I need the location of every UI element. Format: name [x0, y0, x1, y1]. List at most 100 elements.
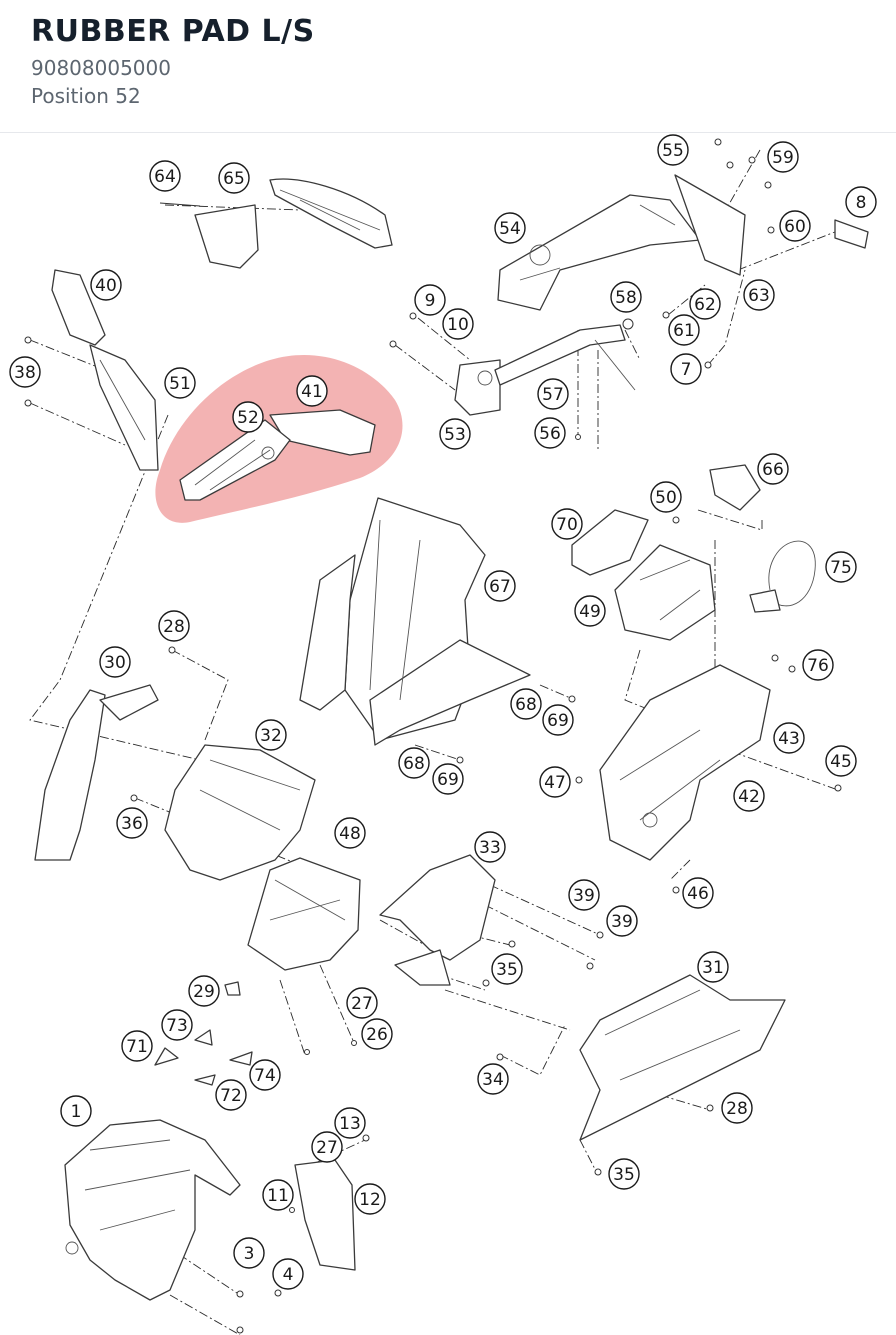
callout-61[interactable]: 61	[668, 314, 700, 346]
callout-40[interactable]: 40	[90, 269, 122, 301]
callout-74[interactable]: 74	[249, 1059, 281, 1091]
callout-circle	[272, 1258, 304, 1290]
callout-circle	[539, 766, 571, 798]
callout-28[interactable]: 28	[158, 610, 190, 642]
callout-27[interactable]: 27	[311, 1131, 343, 1163]
callout-55[interactable]: 55	[657, 134, 689, 166]
callout-circle	[802, 649, 834, 681]
callout-47[interactable]: 47	[539, 766, 571, 798]
callout-label: 52	[237, 408, 259, 428]
callout-13[interactable]: 13	[334, 1107, 366, 1139]
callout-71[interactable]: 71	[121, 1030, 153, 1062]
callout-label: 39	[573, 886, 595, 906]
callout-73[interactable]: 73	[161, 1009, 193, 1041]
callout-72[interactable]: 72	[215, 1079, 247, 1111]
callout-69[interactable]: 69	[432, 763, 464, 795]
callout-68[interactable]: 68	[398, 747, 430, 779]
callout-41[interactable]: 41	[296, 375, 328, 407]
callout-58[interactable]: 58	[610, 281, 642, 313]
callout-circle	[845, 186, 877, 218]
callout-4[interactable]: 4	[272, 1258, 304, 1290]
callout-label: 58	[615, 288, 637, 308]
callout-53[interactable]: 53	[439, 418, 471, 450]
callout-54[interactable]: 54	[494, 212, 526, 244]
callout-26[interactable]: 26	[361, 1018, 393, 1050]
callout-75[interactable]: 75	[825, 551, 857, 583]
callout-50[interactable]: 50	[650, 481, 682, 513]
callout-label: 74	[254, 1066, 276, 1086]
callout-62[interactable]: 62	[689, 288, 721, 320]
callout-39[interactable]: 39	[606, 905, 638, 937]
callout-circle	[164, 367, 196, 399]
callout-circle	[311, 1131, 343, 1163]
callout-circle	[354, 1183, 386, 1215]
callout-circle	[670, 353, 702, 385]
callout-circle	[757, 453, 789, 485]
callout-35[interactable]: 35	[608, 1158, 640, 1190]
callout-43[interactable]: 43	[773, 722, 805, 754]
part-number: 90808005000	[31, 56, 171, 80]
callout-12[interactable]: 12	[354, 1183, 386, 1215]
callout-circle	[149, 160, 181, 192]
callout-45[interactable]: 45	[825, 745, 857, 777]
callout-3[interactable]: 3	[233, 1237, 265, 1269]
callout-circle	[657, 134, 689, 166]
callout-35[interactable]: 35	[491, 953, 523, 985]
callout-label: 75	[830, 558, 852, 578]
callout-label: 54	[499, 219, 521, 239]
callout-10[interactable]: 10	[442, 308, 474, 340]
callout-48[interactable]: 48	[334, 817, 366, 849]
callout-49[interactable]: 49	[574, 595, 606, 627]
callout-label: 11	[267, 1186, 289, 1206]
callout-label: 46	[687, 884, 709, 904]
callout-1[interactable]: 1	[60, 1095, 92, 1127]
callout-label: 9	[425, 291, 436, 311]
callout-52[interactable]: 52	[232, 401, 264, 433]
callout-circle	[477, 1063, 509, 1095]
callout-38[interactable]: 38	[9, 356, 41, 388]
callout-39[interactable]: 39	[568, 879, 600, 911]
callout-76[interactable]: 76	[802, 649, 834, 681]
callout-27[interactable]: 27	[346, 987, 378, 1019]
callout-label: 28	[726, 1099, 748, 1119]
callout-69[interactable]: 69	[542, 704, 574, 736]
callout-57[interactable]: 57	[537, 378, 569, 410]
callout-64[interactable]: 64	[149, 160, 181, 192]
callout-65[interactable]: 65	[218, 162, 250, 194]
callout-circle	[534, 417, 566, 449]
callout-circle	[743, 279, 775, 311]
callout-32[interactable]: 32	[255, 719, 287, 751]
callout-51[interactable]: 51	[164, 367, 196, 399]
callout-label: 73	[166, 1016, 188, 1036]
callout-circle	[825, 745, 857, 777]
callout-33[interactable]: 33	[474, 831, 506, 863]
callout-56[interactable]: 56	[534, 417, 566, 449]
callout-68[interactable]: 68	[510, 688, 542, 720]
callout-circle	[439, 418, 471, 450]
callout-8[interactable]: 8	[845, 186, 877, 218]
callout-36[interactable]: 36	[116, 807, 148, 839]
part-position: Position 52	[31, 84, 141, 108]
callout-label: 31	[702, 958, 724, 978]
callout-34[interactable]: 34	[477, 1063, 509, 1095]
callout-circle	[255, 719, 287, 751]
callout-31[interactable]: 31	[697, 951, 729, 983]
callout-63[interactable]: 63	[743, 279, 775, 311]
callout-60[interactable]: 60	[779, 210, 811, 242]
callout-46[interactable]: 46	[682, 877, 714, 909]
callout-67[interactable]: 67	[484, 570, 516, 602]
callout-70[interactable]: 70	[551, 508, 583, 540]
callout-28[interactable]: 28	[721, 1092, 753, 1124]
callout-29[interactable]: 29	[188, 975, 220, 1007]
callout-7[interactable]: 7	[670, 353, 702, 385]
callout-59[interactable]: 59	[767, 141, 799, 173]
callout-label: 49	[579, 602, 601, 622]
callout-30[interactable]: 30	[99, 646, 131, 678]
callout-11[interactable]: 11	[262, 1179, 294, 1211]
callout-label: 34	[482, 1070, 504, 1090]
callout-circle	[161, 1009, 193, 1041]
callout-66[interactable]: 66	[757, 453, 789, 485]
callout-label: 65	[223, 169, 245, 189]
callout-9[interactable]: 9	[414, 284, 446, 316]
callout-42[interactable]: 42	[733, 780, 765, 812]
